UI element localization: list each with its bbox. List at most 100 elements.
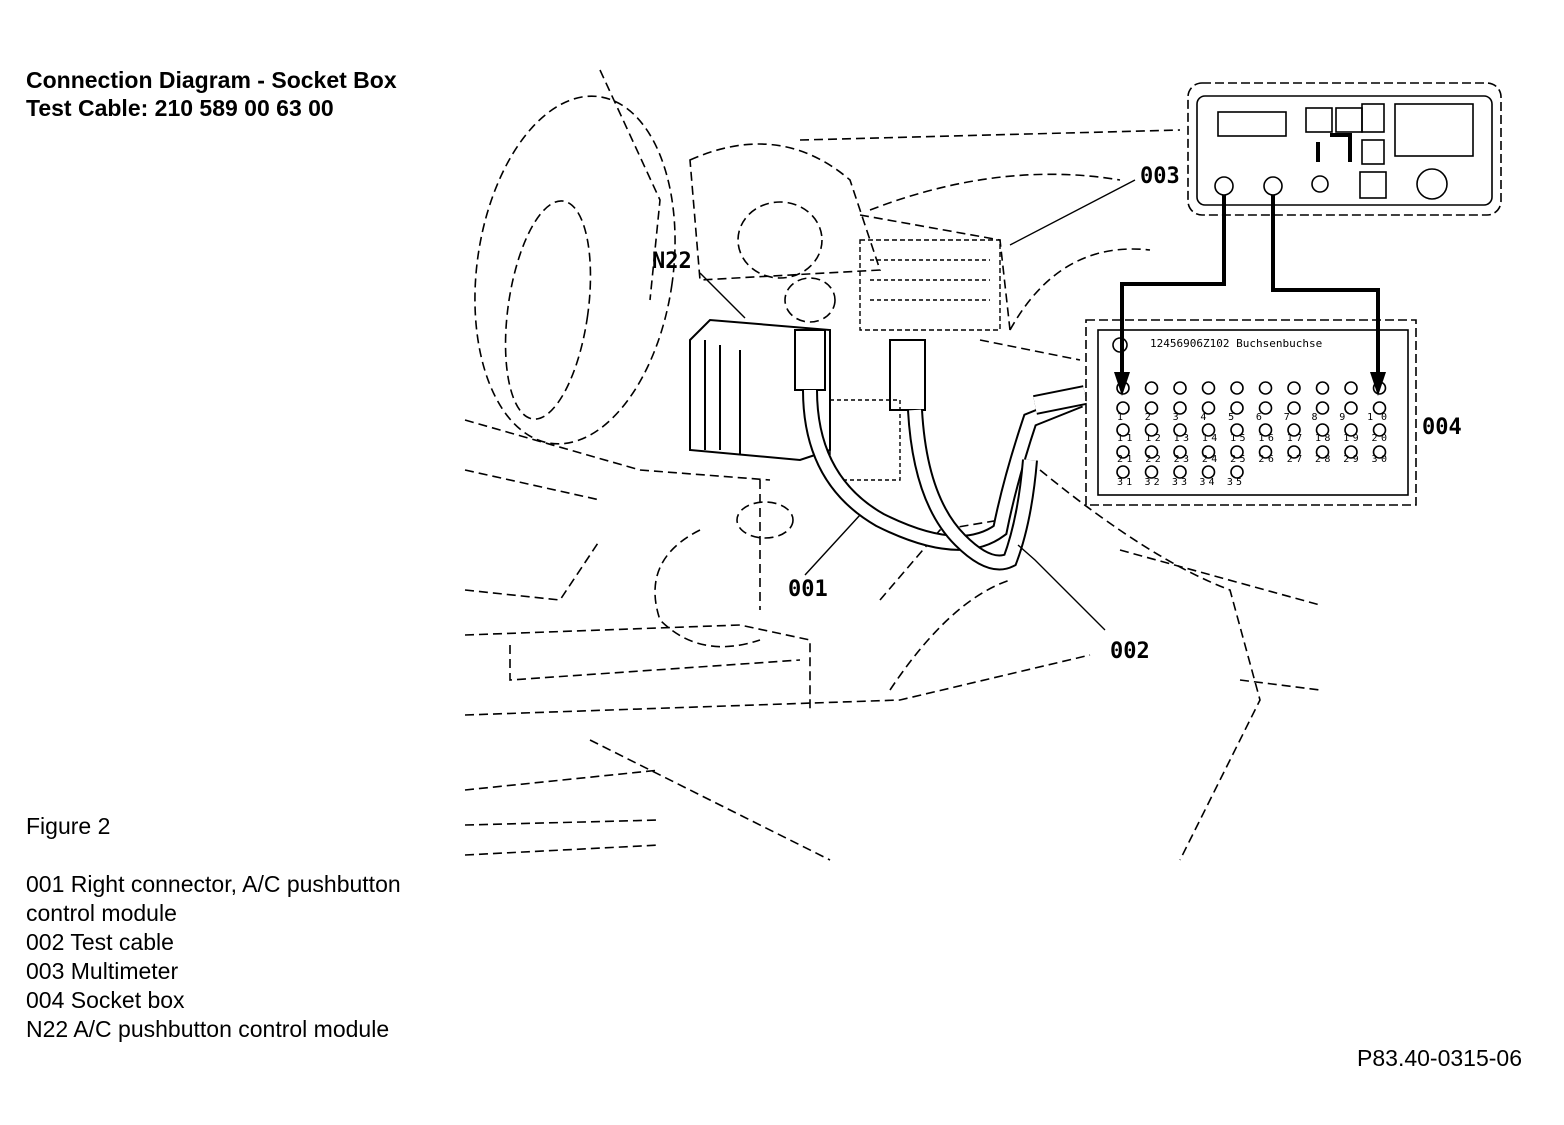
- leader-n22: [699, 272, 746, 319]
- instrument-cluster: [689, 143, 882, 281]
- vent-grille: [859, 239, 1001, 331]
- reference-code: P83.40-0315-06: [1357, 1045, 1522, 1071]
- callout-n22: N22: [652, 249, 692, 274]
- title-line-1: Connection Diagram - Socket Box: [26, 67, 397, 93]
- floor-line-2: [589, 739, 831, 861]
- socket-jack: [1173, 401, 1187, 415]
- socket-row-2-numbers: 11 12 13 14 15 16 17 18 19 20: [1117, 433, 1387, 444]
- console-round: [654, 529, 761, 648]
- center-tunnel: [879, 519, 1001, 601]
- socket-jack: [1258, 423, 1273, 437]
- socket-jack: [1287, 401, 1301, 415]
- socket-jack: [1287, 423, 1301, 437]
- socket-box: [1085, 319, 1417, 506]
- title-line-2: Test Cable: 210 589 00 63 00: [26, 95, 334, 121]
- dash-right-curve: [1009, 248, 1151, 331]
- door-line-2: [1119, 549, 1321, 606]
- socket-jack: [1372, 445, 1387, 459]
- socket-jack: [1344, 445, 1358, 459]
- figure-label: Figure 2: [26, 813, 111, 839]
- range-switch-1: [1305, 107, 1333, 133]
- socket-jack: [1258, 401, 1273, 415]
- socket-jack: [1116, 401, 1130, 415]
- dash-lower-left: [464, 419, 771, 481]
- socket-jack: [1144, 465, 1159, 479]
- socket-grid: [1116, 381, 1387, 479]
- socket-jack: [1258, 381, 1273, 395]
- callout-002: 002: [1110, 639, 1150, 664]
- socket-jack: [1116, 423, 1130, 437]
- socket-jack: [1315, 381, 1330, 395]
- socket-box-screw: [1112, 337, 1128, 353]
- socket-jack: [1287, 381, 1301, 395]
- socket-box-panel: [1097, 329, 1409, 496]
- socket-jack: [1144, 401, 1159, 415]
- floor-line-3: [464, 769, 661, 791]
- vent-slats: [870, 259, 990, 301]
- socket-jack: [1144, 445, 1159, 459]
- steering-wheel: [474, 95, 676, 445]
- door-panel-line: [1039, 469, 1261, 861]
- callout-003: 003: [1140, 164, 1180, 189]
- right-connector: [794, 329, 826, 391]
- dash-center-line: [859, 214, 1011, 331]
- socket-jack: [1230, 381, 1244, 395]
- socket-jack: [1372, 401, 1387, 415]
- console-line-2: [464, 539, 601, 601]
- leader-lines: [699, 179, 1136, 631]
- socket-jack: [1287, 445, 1301, 459]
- socket-jack: [1230, 465, 1244, 479]
- socket-jack: [1230, 401, 1244, 415]
- module-housing: [689, 318, 831, 462]
- socket-jack: [1344, 381, 1358, 395]
- door-line-3: [1239, 679, 1321, 691]
- socket-row-3-numbers: 21 22 23 24 25 26 27 28 29 30: [1117, 454, 1387, 465]
- module-ribs: [704, 340, 741, 455]
- console-tray: [464, 624, 811, 710]
- legend-item: 002 Test cable: [26, 929, 174, 955]
- probe-tip-2: [1370, 372, 1386, 396]
- meter-jack-1: [1214, 176, 1234, 196]
- steering-spoke: [599, 69, 661, 301]
- socket-jack: [1173, 445, 1187, 459]
- socket-jack: [1372, 381, 1387, 395]
- socket-jack: [1144, 381, 1159, 395]
- multimeter-panel: [1196, 95, 1493, 206]
- socket-jack: [1315, 423, 1330, 437]
- gear-knob: [736, 501, 794, 539]
- switch-indicator: [1316, 133, 1352, 162]
- socket-jack: [1173, 465, 1187, 479]
- ac-pushbutton-module: [689, 318, 926, 462]
- socket-jack: [1315, 401, 1330, 415]
- meter-jack-3: [1311, 175, 1329, 193]
- console-line-1: [464, 469, 601, 501]
- probe-lead-2: [1271, 195, 1380, 385]
- multimeter-body: [1187, 82, 1502, 216]
- console-tray-inner: [509, 645, 801, 681]
- socket-box-header: 12456906Z102 Buchsenbuchse: [1150, 337, 1322, 350]
- module-plug: [889, 339, 926, 411]
- socket-jack: [1116, 445, 1130, 459]
- socket-jack: [1173, 423, 1187, 437]
- cable-plug-inner: [1033, 387, 1087, 413]
- range-switch-4: [1361, 139, 1385, 165]
- dash-top-line: [799, 129, 1181, 141]
- dash-lower-line: [979, 339, 1081, 361]
- socket-jack: [1201, 445, 1216, 459]
- socket-row-1-numbers: 1 2 3 4 5 6 7 8 9 10: [1117, 412, 1387, 423]
- probe-lead-1: [1120, 195, 1226, 385]
- meter-jack-2: [1263, 176, 1283, 196]
- socket-jack: [1201, 381, 1216, 395]
- socket-jack: [1230, 423, 1244, 437]
- socket-jack: [1230, 445, 1244, 459]
- range-switch-2: [1335, 107, 1363, 133]
- lower-vent: [829, 399, 901, 481]
- socket-jack: [1116, 381, 1130, 395]
- socket-jack: [1258, 445, 1273, 459]
- steering-hub: [504, 200, 592, 420]
- probe-tip-1: [1114, 372, 1130, 396]
- socket-box-outer: [1085, 319, 1417, 506]
- legend-item: 003 Multimeter: [26, 958, 179, 984]
- socket-jack: [1201, 465, 1216, 479]
- socket-jack: [1116, 465, 1130, 479]
